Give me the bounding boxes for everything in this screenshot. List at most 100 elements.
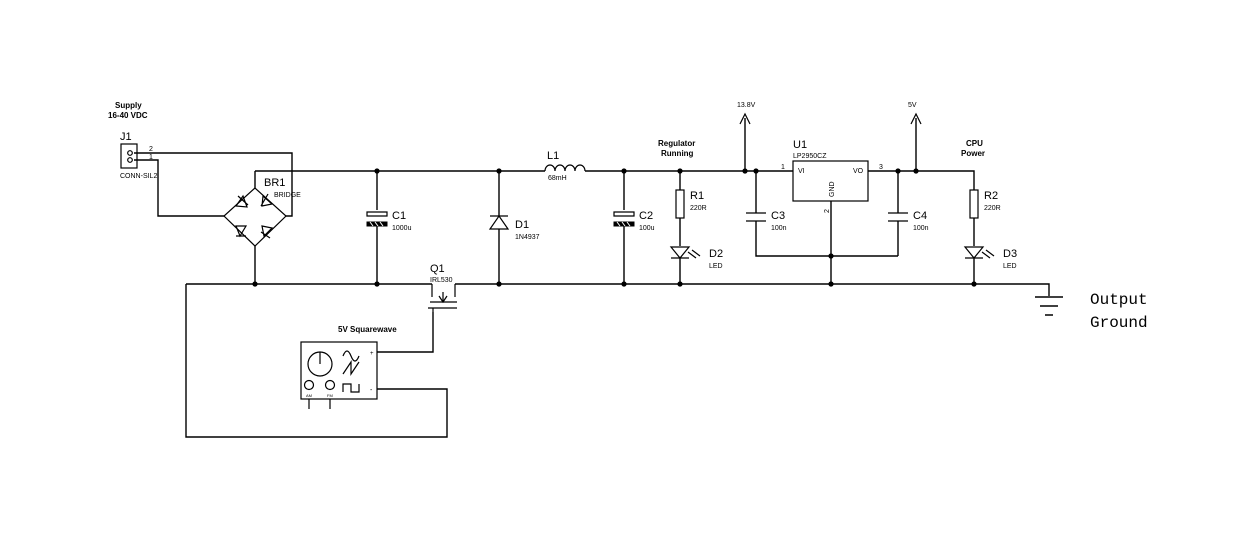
capacitor-c4: C4 100n xyxy=(888,210,929,232)
junction xyxy=(971,281,977,287)
u1-pin3: 3 xyxy=(879,164,883,171)
d3-value: LED xyxy=(1003,263,1017,270)
u1-pin1: 1 xyxy=(781,164,785,171)
junction xyxy=(374,168,380,174)
u1-gnd: GND xyxy=(829,181,836,197)
c1-value: 1000u xyxy=(392,225,412,232)
br1-ref: BR1 xyxy=(264,177,285,189)
r2-ref: R2 xyxy=(984,190,998,202)
q1-gate xyxy=(428,307,457,312)
generator-label: 5V Squarewave xyxy=(338,325,397,334)
junction xyxy=(828,253,834,259)
cpu-power-line2: Power xyxy=(961,149,985,158)
bridge-diode-2 xyxy=(260,193,274,207)
led-d3: D3 LED xyxy=(963,246,1017,270)
u1-value: LP2950CZ xyxy=(793,153,827,160)
l1-value: 68mH xyxy=(548,175,567,182)
d3-ref: D3 xyxy=(1003,248,1017,260)
supply-label-line2: 16-40 VDC xyxy=(108,111,148,120)
capacitor-c2: Regulator Running C2 100u xyxy=(613,139,695,232)
supply-label-line1: Supply xyxy=(115,101,142,110)
ground-symbol: Output Ground xyxy=(1035,291,1148,332)
junctions xyxy=(252,168,977,287)
d2-body xyxy=(669,246,691,259)
wire-return-loop xyxy=(185,284,448,438)
junction xyxy=(496,281,502,287)
cpu-power-line1: CPU xyxy=(966,139,983,148)
d2-ref: D2 xyxy=(709,248,723,260)
q1-arrow xyxy=(438,292,448,304)
junction xyxy=(496,168,502,174)
l1-coil xyxy=(544,164,586,172)
c2-plate-top xyxy=(613,211,635,217)
c2-hatch xyxy=(616,221,631,227)
wire-c3-bottom xyxy=(755,221,898,257)
u1-ref: U1 xyxy=(793,139,807,151)
r1-body xyxy=(675,189,685,219)
c4-plates xyxy=(888,212,908,222)
d1-value: 1N4937 xyxy=(515,234,540,241)
junction xyxy=(913,168,919,174)
capacitor-c1: C1 1000u xyxy=(366,210,412,232)
junction xyxy=(374,281,380,287)
d3-body xyxy=(963,246,985,259)
wire-j1-pin2 xyxy=(134,152,293,172)
j1-pin1-num: 1 xyxy=(149,154,153,161)
c4-ref: C4 xyxy=(913,210,927,222)
c4-value: 100n xyxy=(913,225,929,232)
q1-ref: Q1 xyxy=(430,263,445,275)
fm-knob xyxy=(324,379,336,391)
arrow-up-icon xyxy=(739,112,751,125)
d2-value: LED xyxy=(709,263,723,270)
square-wave-icon xyxy=(342,383,360,393)
j1-pin2 xyxy=(127,150,133,156)
r1-value: 220R xyxy=(690,205,707,212)
sine-wave-icon xyxy=(342,350,360,362)
junction xyxy=(252,281,258,287)
bridge-diode-3 xyxy=(235,225,248,238)
junction xyxy=(621,281,627,287)
wires xyxy=(134,118,1050,438)
c2-ref: C2 xyxy=(639,210,653,222)
mosfet-q1: Q1 IRL530 xyxy=(428,263,457,312)
generator-minus: - xyxy=(370,387,373,394)
capacitor-c3: C3 100n xyxy=(746,210,787,232)
d3-light-rays xyxy=(981,249,995,259)
c3-plates xyxy=(746,212,766,222)
generator-feet xyxy=(308,399,331,409)
output-ground-line1: Output xyxy=(1090,291,1148,309)
j1-pin2-num: 2 xyxy=(149,146,153,153)
d1-body xyxy=(488,214,510,230)
c3-value: 100n xyxy=(771,225,787,232)
power-rail-5v: 5V xyxy=(908,102,922,125)
inductor-l1: L1 68mH xyxy=(544,150,586,182)
junction xyxy=(677,168,683,174)
junction xyxy=(621,168,627,174)
bridge-diode-4 xyxy=(260,225,274,239)
regulator-running-line1: Regulator xyxy=(658,139,695,148)
u1-vi: VI xyxy=(798,168,805,175)
ground-icon xyxy=(1035,296,1063,316)
bridge-diode-1 xyxy=(234,194,249,208)
r1-ref: R1 xyxy=(690,190,704,202)
arrow-up-icon xyxy=(910,112,922,125)
junction xyxy=(753,168,759,174)
br1-value: BRIDGE xyxy=(274,192,301,199)
resistor-r2: CPU Power R2 220R xyxy=(961,139,1001,219)
u1-vo: VO xyxy=(853,168,864,175)
c1-plate-top xyxy=(366,211,388,217)
output-ground-line2: Ground xyxy=(1090,314,1148,332)
power-rail-13v8: 13.8V xyxy=(737,102,756,125)
junction xyxy=(677,281,683,287)
junction xyxy=(895,168,901,174)
u1-pin2: 2 xyxy=(824,209,831,213)
fm-knob-label: FM xyxy=(327,393,333,398)
r2-body xyxy=(969,189,979,219)
regulator-u1: U1 LP2950CZ VI VO GND 1 2 3 xyxy=(781,139,883,213)
d2-light-rays xyxy=(687,249,701,259)
wire-bottom-rail-right xyxy=(455,283,1050,296)
j1-ref: J1 xyxy=(120,131,132,143)
wire-top-rail-right xyxy=(868,170,975,190)
wire-j1-pin1 xyxy=(134,159,224,217)
